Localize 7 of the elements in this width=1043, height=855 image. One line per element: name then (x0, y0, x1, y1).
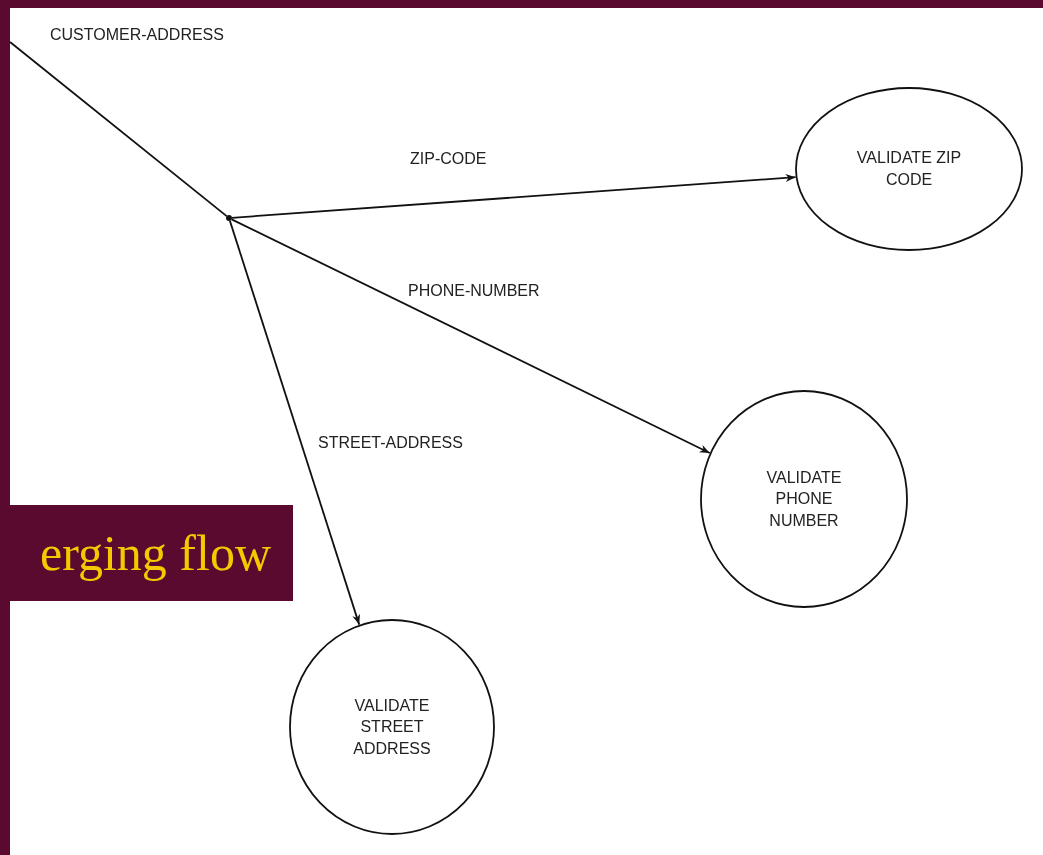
process-name: VALIDATE ZIP CODE (855, 148, 963, 190)
process-name: VALIDATE PHONE NUMBER (765, 467, 843, 531)
flow-arrow (230, 218, 711, 454)
flow-line (9, 41, 228, 217)
flow-arrow (231, 173, 797, 219)
flow-arrow (229, 219, 361, 626)
process-name: VALIDATE STREET ADDRESS (352, 695, 432, 759)
